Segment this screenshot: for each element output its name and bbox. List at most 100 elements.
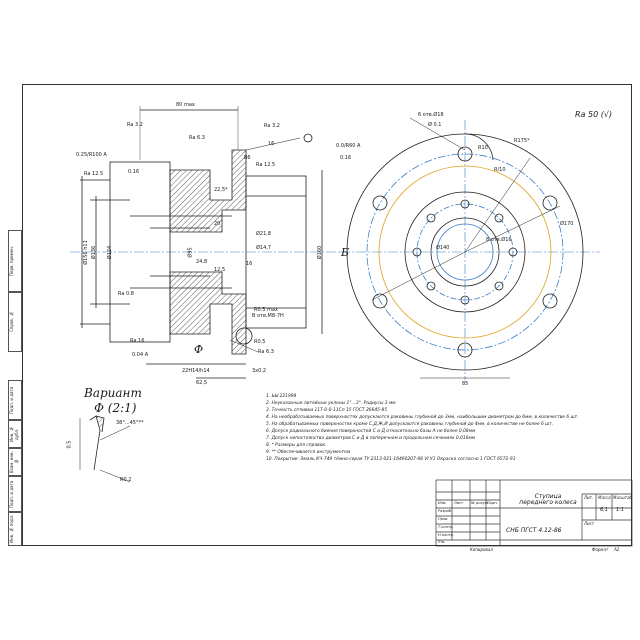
tb-row-izm: Изм. [438,501,447,505]
dim-mid-2: 20 [214,221,221,227]
dim-mid-1: 22,5* [214,187,228,193]
front-label-pos: Ø 0.1 [428,122,442,128]
tb-mass: 6,1 [600,507,608,513]
front-view [340,117,600,380]
variant-title: Вариант [84,386,142,400]
tol-label-5: R0.5 max [254,307,278,313]
tb-role-utv: Утв. [438,540,446,544]
strip-cell-3 [8,380,22,420]
strip-cell-6 [8,476,22,512]
tb-row-doc: № докум. [471,501,489,505]
dim-left-ra08: Ra 0.8 [118,291,134,297]
dim-bottom-4: 22H14/h14 [182,368,210,374]
variant-dim-05: 0.5 [66,440,73,449]
section-letter-b: Б [341,246,350,259]
dim-left-156: Ø156 h11 [82,240,89,265]
tb-role-nkontr: Н.контр. [438,533,455,537]
note-2: 2. Неуказанные литейные уклоны 1°…3°. Ра… [266,401,396,406]
bore-circle [430,217,500,287]
tb-format-value: А2 [614,547,620,552]
tol-label-3: 0.0/R60 A [336,143,361,149]
front-label-r10: R10 [478,145,488,151]
front-label-8holes: 8 отв.Ø16 [486,237,512,243]
note-5: 5. На обрабатываемых поверхностях кроме … [266,422,554,427]
tb-doc-number: СНБ ПГСТ 4.12-86 [506,527,562,534]
dim-left-ra16: Ra 16 [130,338,145,344]
tb-copied: Копировал [470,547,493,552]
hub-section-lower [169,271,247,355]
dim-bottom-2: R0.5 [254,339,266,345]
note-8: 8. * Размеры для справок. [266,443,327,448]
wheel-bolt-holes [372,146,558,358]
dim-label-ra63: Ra 6.3 [189,135,205,141]
note-3: 3. Точность отливки 11Т-0-0-11Сп 15 ГОСТ… [266,408,388,413]
dim-label-80max: 80 max [176,102,195,108]
front-label-r175: R175* [514,138,530,144]
tb-role-tkontr: Т.контр. [438,525,454,529]
flange-right [245,175,307,329]
dim-bottom-5: 3x0.2 [252,368,267,374]
dim-left-124: Ø124 [107,245,114,260]
dim-bottom-3: Ra 6.3 [258,349,274,355]
dim-left-136: Ø136 [91,245,98,260]
section-letter-phi: Ф [194,343,204,356]
tb-format: Формат [592,547,609,552]
variant-dim-r02: R0.2 [120,477,132,483]
dim-label-ra32b: Ra 3.2 [264,123,280,129]
hub-bolt-holes [412,199,518,305]
front-label-6holes: 6 отв.Ø18 [418,112,444,118]
note-10: 10. Покрытие: Эмаль КЧ-749 тёмно-серая Т… [266,457,516,462]
tb-scale: 1:1 [616,507,625,513]
dim-bottom-6: 62,5 [196,380,208,386]
tb-mass-label: Масса [598,495,611,500]
variant-dim-angle: 38°...45°** [116,420,144,426]
dim-label-b6: B6 [244,155,251,161]
dim-mid-3: 24,8 [196,259,208,265]
tb-title: Ступица переднего колеса [519,493,577,506]
front-label-85: 85 [462,381,469,387]
strip-cell-4 [8,420,22,448]
strip-cell-1 [8,230,22,292]
tb-scale-label: Масштаб [613,495,633,500]
bore-inner [436,223,494,281]
dim-mid-4: 12,5 [214,267,226,273]
strip-cell-7 [8,512,22,546]
dim-label-16: 16 [268,141,275,147]
dim-mid-95: Ø95 [187,247,194,258]
hub-circle-1 [404,191,526,313]
datum-circle [303,133,313,143]
roughness-symbol: Ra 50 (√) [575,110,613,119]
tol-label-2: 0.16 [128,169,140,175]
section-view [70,106,340,379]
tb-sheet: Лист [584,521,595,526]
note-4: 4. На необрабатываемых поверхностях допу… [266,415,579,420]
note-1: 1. ЬЫ 221998 [266,394,297,399]
dim-mid-5: 16 [246,261,253,267]
hub-section-upper [169,149,247,233]
bolt-circle-outer [366,153,564,351]
dim-bottom-1: 0.04 A [132,352,149,358]
front-label-140: Ø140 [436,245,450,251]
dim-label-ra125: Ra 12.5 [256,162,276,168]
front-label-170: Ø170 [560,221,574,227]
dim-mid-7: Ø21,8 [256,231,272,237]
hub-outline [109,161,171,343]
dim-label-ra32: Ra 3.2 [127,122,143,128]
dim-mid-thread: В отв.М8-7Н [252,313,284,319]
front-label-r10b: R/10 [494,167,506,173]
note-7: 7. Допуск непостоянства диаметров С и Д … [266,436,476,441]
title-block [435,479,633,547]
note-9: 9. ** Обеспечивается инструментом [266,450,351,455]
strip-cell-5 [8,448,22,476]
note-6: 6. Допуск радиального биения поверхносте… [266,429,476,434]
tb-row-podp: Подп. [487,501,498,505]
tb-role-prov: Пров. [438,517,449,521]
tb-lit-label: Лит. [584,495,594,500]
dim-left-ra125: Ra 12.5 [84,171,104,177]
strip-cell-2 [8,292,22,352]
tol-label-4: 0.16 [340,155,352,161]
drawing-frame [22,84,632,546]
variant-detail [79,415,131,483]
